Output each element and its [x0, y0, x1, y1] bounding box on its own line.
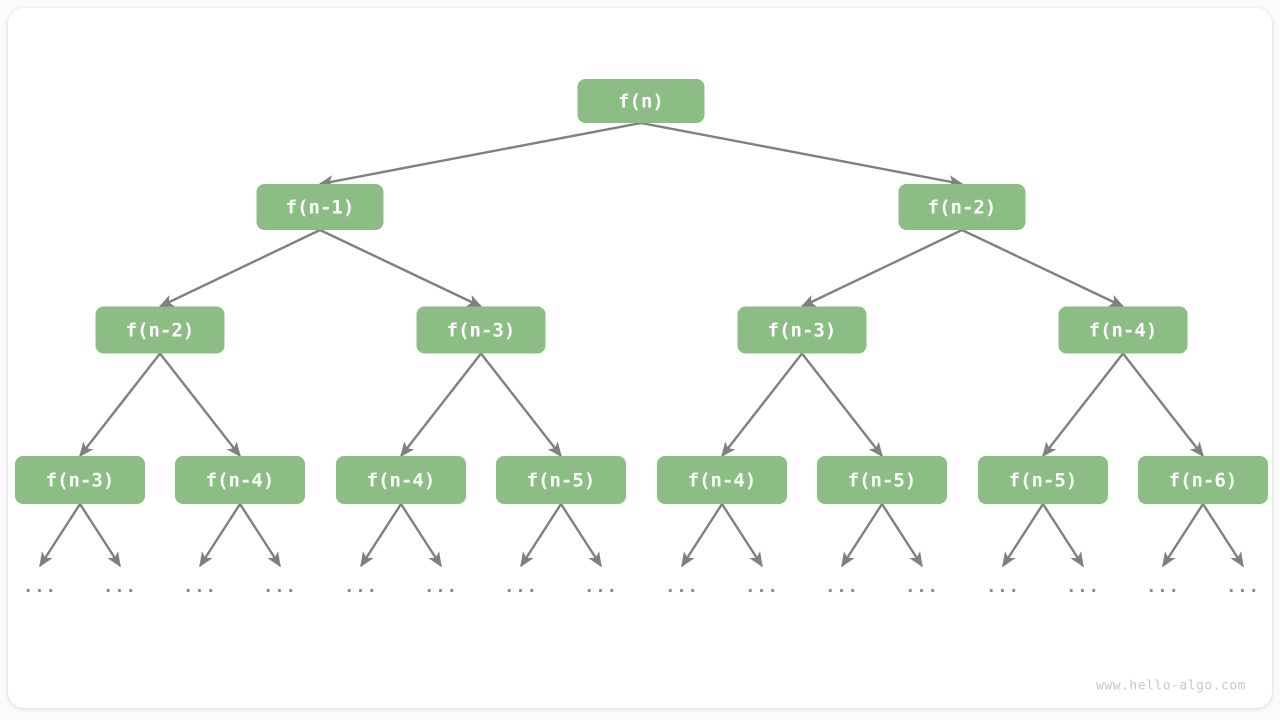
tree-node-box	[416, 306, 546, 354]
tree-node[interactable]: f(n-5)	[817, 456, 947, 504]
tree-node-label: f(n-6)	[1169, 470, 1238, 492]
tree-edge-leaf	[359, 503, 403, 568]
ellipsis-label: ...	[504, 577, 538, 597]
tree-node-label: f(n-5)	[527, 470, 596, 492]
tree-edge	[400, 352, 482, 458]
tree-node[interactable]: f(n-1)	[256, 184, 384, 230]
tree-node-label: f(n-4)	[688, 470, 757, 492]
tree-node-box	[256, 184, 384, 230]
ellipsis-label: ...	[665, 577, 699, 597]
tree-node-box	[1058, 306, 1188, 354]
tree-edge	[159, 352, 241, 458]
tree-edge-leaf	[1001, 503, 1045, 568]
tree-node-box	[577, 79, 705, 123]
tree-node-box	[737, 306, 867, 354]
tree-edge	[800, 228, 963, 308]
watermark: www.hello-algo.com	[1096, 679, 1246, 694]
tree-node[interactable]: f(n-2)	[95, 306, 225, 354]
tree-edge-leaf	[1161, 503, 1205, 568]
tree-edge	[1042, 352, 1124, 458]
ellipsis-label: ...	[23, 577, 57, 597]
tree-node-label: f(n-3)	[768, 320, 837, 342]
tree-node[interactable]: f(n-3)	[15, 456, 145, 504]
tree-node[interactable]: f(n-4)	[336, 456, 466, 504]
tree-node-label: f(n-5)	[848, 470, 917, 492]
tree-edge-leaf	[238, 503, 282, 568]
tree-node-label: f(n-5)	[1009, 470, 1078, 492]
tree-node-box	[898, 184, 1026, 230]
tree-node-box	[175, 456, 305, 504]
tree-node-label: f(n-2)	[928, 197, 997, 219]
ellipsis-label: ...	[1226, 577, 1260, 597]
tree-edge	[1122, 352, 1204, 458]
tree-node-label: f(n-4)	[367, 470, 436, 492]
ellipsis-label: ...	[1066, 577, 1100, 597]
tree-node-label: f(n-4)	[1089, 320, 1158, 342]
tree-node[interactable]: f(n-4)	[175, 456, 305, 504]
ellipsis-label: ...	[103, 577, 137, 597]
tree-edge	[961, 228, 1125, 308]
tree-edge-leaf	[720, 503, 764, 568]
tree-node[interactable]: f(n-5)	[978, 456, 1108, 504]
tree-node[interactable]: f(n-4)	[1058, 306, 1188, 354]
ellipsis-label: ...	[825, 577, 859, 597]
tree-edge	[721, 352, 803, 458]
tree-edge	[640, 121, 964, 188]
nodes-layer: f(n) f(n-1) f(n-2) f(n-2) f(n-3) f(n-3) f(n-4)…	[15, 79, 1268, 504]
tree-edge	[79, 352, 161, 458]
ellipsis-label: ...	[745, 577, 779, 597]
tree-edge	[480, 352, 562, 458]
diagram-card	[8, 8, 1272, 708]
tree-edge-leaf	[519, 503, 563, 568]
ellipsis-label: ...	[183, 577, 217, 597]
tree-node[interactable]: f(n-5)	[496, 456, 626, 504]
ellipsis-label: ...	[344, 577, 378, 597]
tree-edge-leaf	[559, 503, 603, 568]
tree-node-box	[15, 456, 145, 504]
tree-edge-leaf	[840, 503, 884, 568]
tree-node[interactable]: f(n-2)	[898, 184, 1026, 230]
ellipsis-label: ...	[263, 577, 297, 597]
tree-node-box	[657, 456, 787, 504]
tree-edge-leaf	[38, 503, 82, 568]
tree-edge-leaf	[198, 503, 242, 568]
tree-node-box	[1138, 456, 1268, 504]
tree-edge-leaf	[399, 503, 443, 568]
tree-node-box	[496, 456, 626, 504]
tree-edge	[158, 228, 321, 308]
tree-edge	[319, 228, 483, 308]
ellipsis-label: ...	[424, 577, 458, 597]
tree-node-label: f(n-2)	[126, 320, 195, 342]
tree-edge-leaf	[680, 503, 724, 568]
tree-edge	[801, 352, 883, 458]
tree-node-label: f(n-3)	[46, 470, 115, 492]
tree-node-box	[95, 306, 225, 354]
tree-node-label: f(n-4)	[206, 470, 275, 492]
tree-node[interactable]: f(n-4)	[657, 456, 787, 504]
ellipsis-label: ...	[1146, 577, 1180, 597]
tree-edge	[318, 121, 642, 188]
ellipsis-label: ...	[986, 577, 1020, 597]
tree-edge-leaf	[1041, 503, 1085, 568]
ellipsis-layer: ........................................…	[23, 577, 1260, 597]
tree-node-box	[336, 456, 466, 504]
tree-edge-leaf	[880, 503, 924, 568]
tree-node[interactable]: f(n-3)	[737, 306, 867, 354]
edges-layer	[38, 121, 1245, 568]
tree-node-box	[978, 456, 1108, 504]
tree-node-label: f(n-3)	[447, 320, 516, 342]
ellipsis-label: ...	[584, 577, 618, 597]
tree-edge-leaf	[78, 503, 122, 568]
ellipsis-label: ...	[905, 577, 939, 597]
tree-node[interactable]: f(n)	[577, 79, 705, 123]
tree-edge-leaf	[1201, 503, 1245, 568]
tree-node-box	[817, 456, 947, 504]
tree-node-label: f(n-1)	[286, 197, 355, 219]
tree-node[interactable]: f(n-6)	[1138, 456, 1268, 504]
tree-node[interactable]: f(n-3)	[416, 306, 546, 354]
tree-node-label: f(n)	[618, 91, 664, 113]
